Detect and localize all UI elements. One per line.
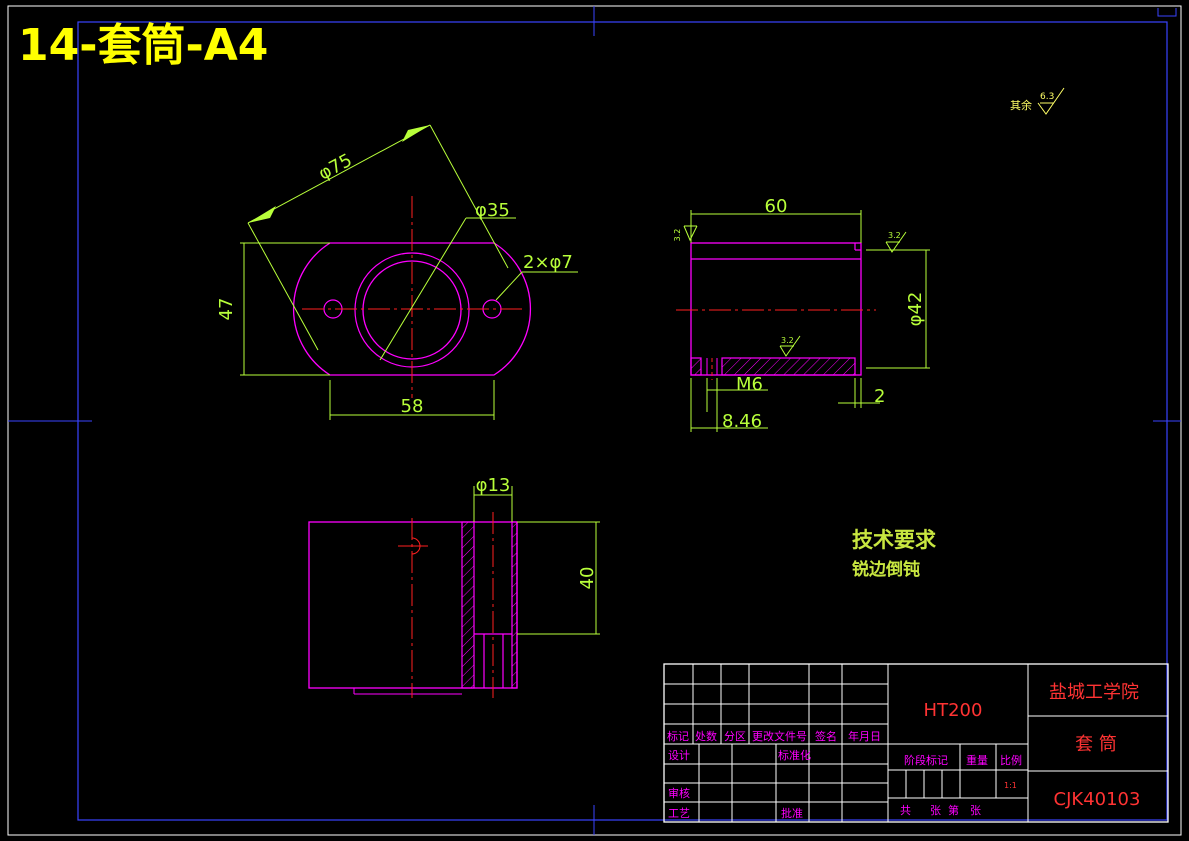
svg-text:张: 张 <box>930 804 941 817</box>
svg-text:重量: 重量 <box>966 753 988 767</box>
svg-text:2×φ7: 2×φ7 <box>523 252 573 273</box>
svg-text:M6: M6 <box>736 374 763 395</box>
top-view: φ13 40 <box>308 475 600 698</box>
svg-text:6.3: 6.3 <box>1040 92 1054 102</box>
svg-text:更改文件号: 更改文件号 <box>752 729 807 743</box>
svg-text:58: 58 <box>401 396 424 417</box>
svg-text:2: 2 <box>874 386 885 407</box>
outer-frame <box>7 5 1182 836</box>
centering-marks <box>8 6 1181 835</box>
svg-text:1:1: 1:1 <box>1004 781 1017 790</box>
svg-text:批准: 批准 <box>781 806 803 820</box>
svg-text:共: 共 <box>900 804 911 817</box>
svg-text:标准化: 标准化 <box>778 748 811 762</box>
svg-text:3.2: 3.2 <box>888 231 901 240</box>
svg-text:φ42: φ42 <box>905 292 926 327</box>
svg-text:标记: 标记 <box>667 729 689 743</box>
svg-text:3.2: 3.2 <box>781 336 794 345</box>
tech-requirements: 技术要求 锐边倒钝 <box>852 528 936 580</box>
svg-text:套 筒: 套 筒 <box>1075 734 1117 755</box>
svg-text:设计: 设计 <box>668 749 690 762</box>
svg-text:HT200: HT200 <box>924 700 983 721</box>
drawing-title: 14-套筒-A4 <box>18 20 268 71</box>
svg-text:φ75: φ75 <box>315 150 356 185</box>
svg-text:阶段标记: 阶段标记 <box>904 753 948 767</box>
svg-text:签名: 签名 <box>815 729 837 743</box>
svg-text:φ13: φ13 <box>476 475 511 496</box>
svg-text:盐城工学院: 盐城工学院 <box>1049 682 1139 703</box>
svg-text:锐边倒钝: 锐边倒钝 <box>852 559 920 580</box>
svg-text:47: 47 <box>216 298 237 321</box>
svg-text:φ35: φ35 <box>475 200 510 221</box>
svg-text:其余: 其余 <box>1010 98 1032 112</box>
svg-text:技术要求: 技术要求 <box>852 528 936 552</box>
svg-text:审核: 审核 <box>668 786 690 800</box>
svg-text:比例: 比例 <box>1000 753 1022 767</box>
svg-text:第: 第 <box>948 803 959 817</box>
side-view: 60 φ42 M6 8.46 2 3.2 3.2 3.2 <box>673 196 930 432</box>
inner-frame <box>77 21 1168 821</box>
front-view: 47 58 φ75 φ35 2×φ7 <box>216 124 578 420</box>
svg-text:工艺: 工艺 <box>668 807 690 820</box>
svg-text:处数: 处数 <box>695 730 717 743</box>
svg-text:40: 40 <box>577 567 598 590</box>
svg-text:年月日: 年月日 <box>848 729 881 743</box>
title-block: 标记 处数 分区 更改文件号 签名 年月日 设计 标准化 审核 工艺 批准 阶段… <box>663 663 1169 823</box>
svg-text:CJK40103: CJK40103 <box>1054 789 1141 810</box>
svg-text:60: 60 <box>765 196 788 217</box>
roughness-note: 其余 6.3 <box>1010 87 1065 115</box>
svg-text:3.2: 3.2 <box>673 229 682 242</box>
svg-text:分区: 分区 <box>724 730 746 743</box>
svg-text:张: 张 <box>970 804 981 817</box>
svg-text:8.46: 8.46 <box>722 411 762 432</box>
